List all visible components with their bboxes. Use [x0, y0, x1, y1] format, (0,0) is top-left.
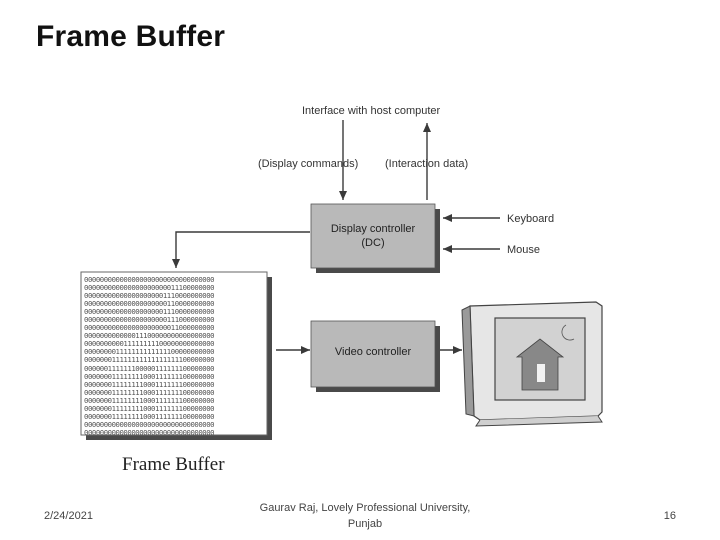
display-commands-label: (Display commands) — [258, 158, 358, 170]
display-controller-abbrev: (DC) — [361, 237, 384, 249]
video-controller-label: Video controller — [335, 346, 412, 358]
footer-author: Gaurav Raj, Lovely Professional Universi… — [259, 502, 471, 530]
frame-buffer-bits: 000000000000000000000000000000000 000000… — [84, 276, 215, 436]
video-controller-box: Video controller — [310, 320, 440, 392]
host-interface-label: Interface with host computer — [302, 105, 441, 117]
keyboard-label: Keyboard — [507, 213, 554, 225]
dc-to-frame-buffer-arrow — [172, 231, 310, 268]
page-number: 16 — [663, 510, 676, 522]
slide-title: Frame Buffer — [36, 20, 226, 53]
frame-buffer-caption: Frame Buffer — [122, 454, 225, 475]
moon-icon — [561, 324, 575, 341]
frame-buffer-grid — [80, 271, 272, 440]
display-controller-box: Display controller (DC) — [310, 203, 440, 273]
monitor-illustration — [461, 301, 603, 427]
mouse-label: Mouse — [507, 244, 540, 256]
display-controller-label: Display controller — [331, 223, 416, 235]
footer-date: 2/24/2021 — [44, 510, 93, 522]
